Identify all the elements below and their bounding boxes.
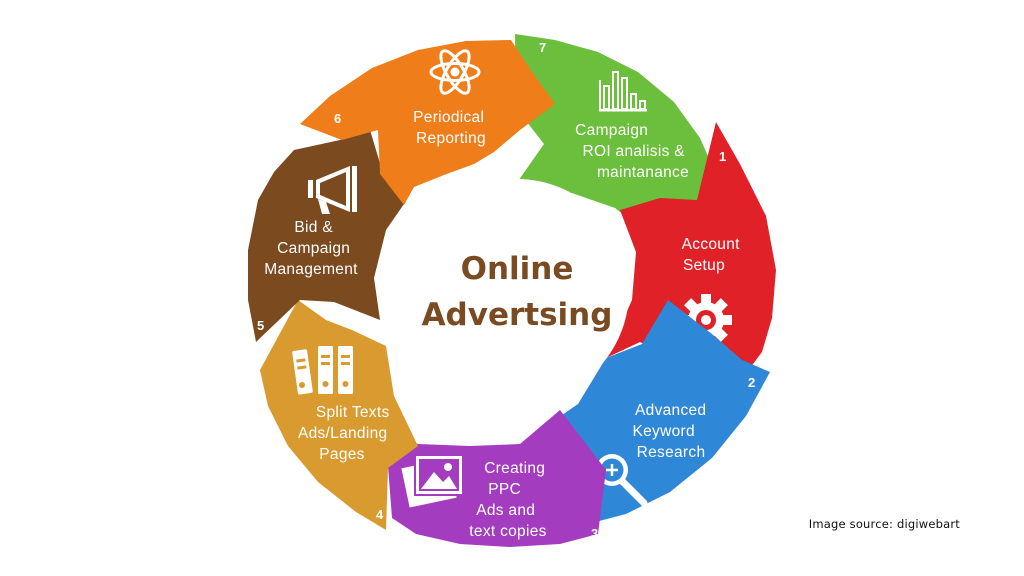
- step-number-4: 4: [376, 507, 384, 522]
- segment-3-shape: [364, 410, 606, 547]
- step-label-6: Periodical Reporting: [413, 109, 489, 147]
- atom-icon: [429, 49, 481, 95]
- segment-7-shape: [515, 34, 716, 236]
- step-label-1: Account Setup: [682, 236, 745, 274]
- bar-chart-icon: [599, 71, 647, 112]
- cycle-step-4: 4 Split Texts Ads/Landing Pages: [260, 300, 418, 530]
- step-number-7: 7: [539, 40, 546, 55]
- cycle-step-6: 6 Periodical Reporting: [300, 40, 555, 205]
- step-label-7: Campaign ROI analisis & maintanance: [575, 122, 689, 181]
- cycle-step-5: 5 Bid & Campaign Management: [248, 130, 404, 342]
- step-label-3: Creating PPC Ads and text copies: [469, 460, 550, 540]
- picture-icon: [401, 454, 464, 508]
- center-title-line2: Advertsing: [422, 297, 613, 333]
- step-number-6: 6: [334, 111, 341, 126]
- segment-6-shape: [300, 40, 555, 205]
- step-label-2: Advanced Keyword Research: [632, 402, 710, 461]
- megaphone-icon: [308, 166, 357, 214]
- center-hub: Online Advertsing: [405, 179, 629, 403]
- segment-5-shape: [248, 130, 404, 342]
- binders-icon: [292, 346, 353, 395]
- step-number-1: 1: [719, 149, 726, 164]
- center-title-line1: Online: [461, 251, 574, 287]
- cycle-step-3: 3 Creating PPC Ads and text copies: [364, 410, 606, 547]
- step-label-5: Bid & Campaign Management: [264, 219, 358, 278]
- segment-1-shape: [606, 122, 776, 384]
- step-number-5: 5: [257, 318, 264, 333]
- step-number-3: 3: [591, 526, 598, 541]
- cycle-step-7: 7 Campaign ROI analisis & maintanance: [515, 34, 716, 236]
- step-label-4: Split Texts Ads/Landing Pages: [298, 404, 394, 463]
- step-number-2: 2: [748, 375, 755, 390]
- image-source-caption: Image source: digiwebart: [808, 517, 960, 531]
